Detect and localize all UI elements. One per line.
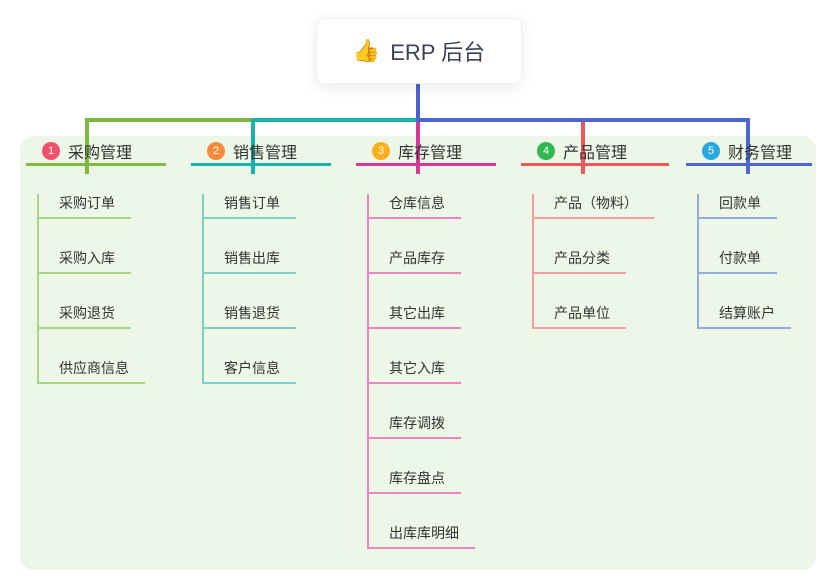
root-node[interactable]: 👍 ERP 后台 xyxy=(316,18,522,84)
branch-children: 回款单付款单结算账户 xyxy=(697,194,791,329)
branch-drop-line xyxy=(85,122,89,174)
branch-number-badge: 5 xyxy=(702,141,720,160)
child-node[interactable]: 仓库信息 xyxy=(369,194,461,219)
bus-line-segment xyxy=(85,118,252,122)
child-node[interactable]: 客户信息 xyxy=(204,359,296,384)
branch-title-label: 产品管理 xyxy=(563,144,628,162)
child-node[interactable]: 库存盘点 xyxy=(369,469,461,494)
branch-title-label: 财务管理 xyxy=(728,144,793,162)
root-connector-line xyxy=(416,84,420,122)
child-node[interactable]: 采购订单 xyxy=(39,194,131,219)
branch-column: 3 库存管理仓库信息产品库存其它出库其它入库库存调拨库存盘点出库库明细 xyxy=(356,141,496,549)
branch-node[interactable]: 2 销售管理 xyxy=(191,141,331,166)
child-node[interactable]: 回款单 xyxy=(699,194,777,219)
branch-title-label: 库存管理 xyxy=(398,144,463,162)
branch-number-badge: 1 xyxy=(42,141,60,160)
branch-children: 销售订单销售出库销售退货客户信息 xyxy=(202,194,296,384)
branch-node[interactable]: 4 产品管理 xyxy=(521,141,669,166)
child-node[interactable]: 付款单 xyxy=(699,249,777,274)
branches-panel xyxy=(20,136,816,570)
child-node[interactable]: 产品单位 xyxy=(534,304,626,329)
branch-column: 1 采购管理采购订单采购入库采购退货供应商信息 xyxy=(26,141,166,384)
child-node[interactable]: 产品库存 xyxy=(369,249,461,274)
branch-node[interactable]: 5 财务管理 xyxy=(686,141,812,166)
child-node[interactable]: 产品（物料） xyxy=(534,194,654,219)
child-node[interactable]: 库存调拨 xyxy=(369,414,461,439)
child-node[interactable]: 产品分类 xyxy=(534,249,626,274)
child-node[interactable]: 销售出库 xyxy=(204,249,296,274)
branch-column: 4 产品管理产品（物料） 产品分类产品单位 xyxy=(521,141,669,329)
branch-number-badge: 2 xyxy=(207,141,225,160)
child-node[interactable]: 结算账户 xyxy=(699,304,791,329)
child-node[interactable]: 其它入库 xyxy=(369,359,461,384)
child-node[interactable]: 销售退货 xyxy=(204,304,296,329)
bus-line-segment xyxy=(251,118,417,122)
branch-column: 2 销售管理销售订单销售出库销售退货客户信息 xyxy=(191,141,331,384)
branch-number-badge: 3 xyxy=(372,141,390,160)
child-node[interactable]: 采购入库 xyxy=(39,249,131,274)
branch-number-badge: 4 xyxy=(537,141,555,160)
branch-children: 仓库信息产品库存其它出库其它入库库存调拨库存盘点出库库明细 xyxy=(367,194,475,549)
bus-line-segment xyxy=(416,118,750,122)
branch-drop-line xyxy=(746,122,750,174)
child-node[interactable]: 出库库明细 xyxy=(369,524,475,549)
branch-children: 产品（物料） 产品分类产品单位 xyxy=(532,194,654,329)
branch-drop-line xyxy=(581,122,585,174)
child-node[interactable]: 其它出库 xyxy=(369,304,461,329)
branch-column: 5 财务管理回款单付款单结算账户 xyxy=(686,141,812,329)
thumbs-up-icon: 👍 xyxy=(352,38,381,63)
branch-drop-line xyxy=(416,122,420,174)
root-node-label: ERP 后台 xyxy=(390,40,486,65)
branch-title-label: 采购管理 xyxy=(68,144,133,162)
branch-drop-line xyxy=(251,122,255,174)
child-node[interactable]: 供应商信息 xyxy=(39,359,145,384)
branch-node[interactable]: 3 库存管理 xyxy=(356,141,496,166)
branch-title-label: 销售管理 xyxy=(233,144,298,162)
branch-node[interactable]: 1 采购管理 xyxy=(26,141,166,166)
child-node[interactable]: 销售订单 xyxy=(204,194,296,219)
branch-children: 采购订单采购入库采购退货供应商信息 xyxy=(37,194,145,384)
child-node[interactable]: 采购退货 xyxy=(39,304,131,329)
